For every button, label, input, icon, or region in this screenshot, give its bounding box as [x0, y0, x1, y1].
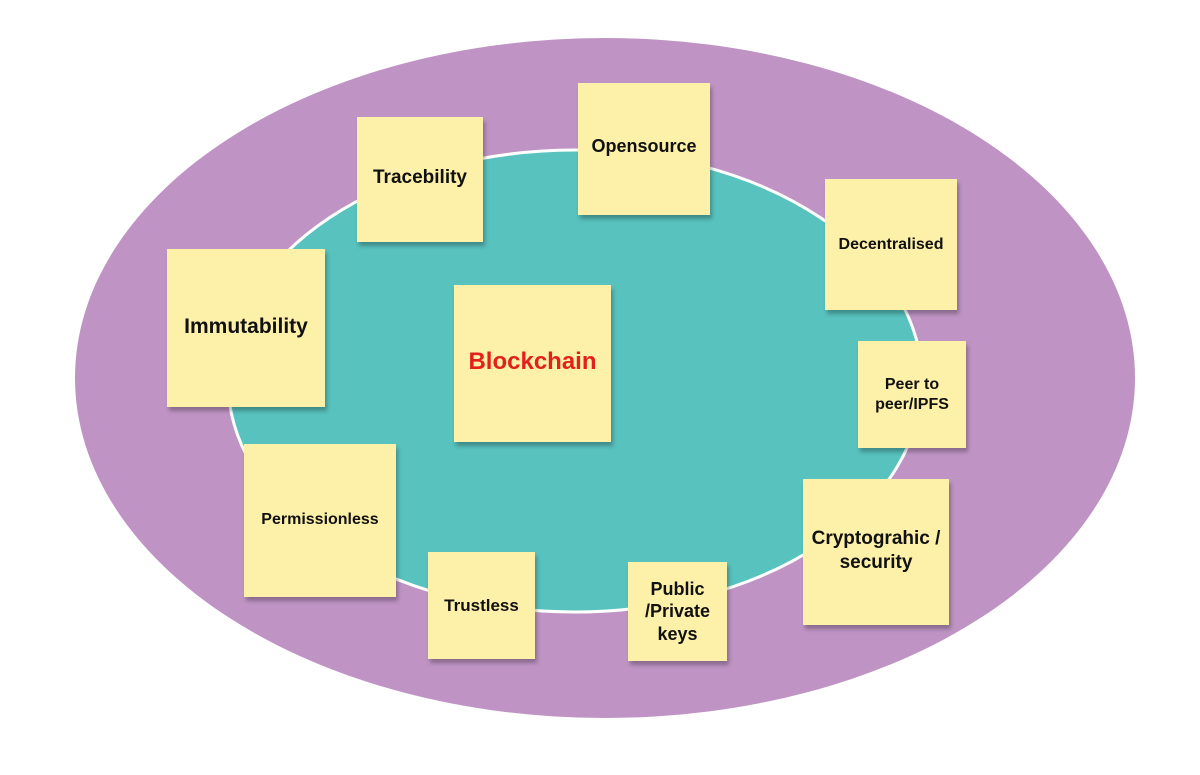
note-opensource: Opensource [578, 83, 710, 215]
note-public-private-keys: Public /Private keys [628, 562, 727, 661]
note-label: Tracebility [373, 167, 467, 188]
note-label: Decentralised [838, 235, 944, 253]
note-trustless: Trustless [428, 552, 535, 659]
note-tracebility: Tracebility [357, 117, 483, 242]
center-note-blockchain: Blockchain [454, 285, 611, 442]
note-label: Trustless [444, 595, 519, 615]
note-label: Opensource [591, 136, 697, 156]
note-label: Cryptograhic / security [811, 528, 941, 573]
note-immutability: Immutability [167, 249, 325, 407]
note-peer-to-peer: Peer to peer/IPFS [858, 341, 966, 448]
note-label: Peer to peer/IPFS [875, 375, 949, 413]
note-permissionless: Permissionless [244, 444, 396, 597]
note-label: Immutability [184, 315, 308, 338]
center-label: Blockchain [468, 348, 597, 375]
note-cryptographic-security: Cryptograhic / security [803, 479, 949, 625]
note-label: Permissionless [261, 511, 379, 528]
note-label: Public /Private keys [644, 578, 711, 644]
note-decentralised: Decentralised [825, 179, 957, 310]
